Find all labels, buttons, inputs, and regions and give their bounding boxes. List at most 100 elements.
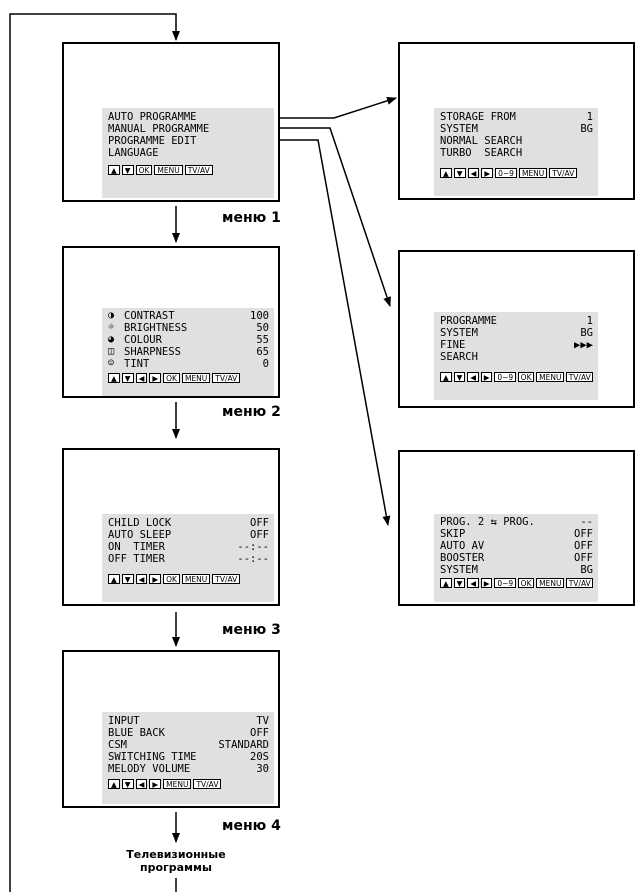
- menu-key[interactable]: MENU: [518, 168, 548, 178]
- left-key-icon[interactable]: ◀: [467, 578, 479, 588]
- tvav-key[interactable]: TV/AV: [565, 372, 594, 382]
- left-key-icon[interactable]: ◀: [467, 168, 480, 178]
- item-label: PROGRAMME: [440, 315, 497, 327]
- item-label: BRIGHTNESS: [124, 322, 188, 334]
- tvav-key[interactable]: TV/AV: [212, 574, 241, 584]
- menu-key[interactable]: MENU: [163, 779, 192, 789]
- up-key-icon[interactable]: ▲: [440, 372, 452, 382]
- brightness-icon: ☼: [108, 322, 115, 333]
- submenu-item-turbo-search[interactable]: TURBO SEARCH: [440, 147, 593, 159]
- down-key-icon[interactable]: ▼: [121, 779, 134, 789]
- item-value: BG: [580, 564, 593, 576]
- item-label: SHARPNESS: [124, 346, 181, 358]
- up-key-icon[interactable]: ▲: [108, 373, 120, 383]
- menu-item-off-timer[interactable]: OFF TIMER--:--: [108, 553, 269, 565]
- ok-key[interactable]: OK: [517, 578, 535, 588]
- item-value: 1: [586, 315, 593, 327]
- left-key-icon[interactable]: ◀: [135, 574, 148, 584]
- menu-key[interactable]: MENU: [536, 372, 564, 382]
- right-key-icon[interactable]: ▶: [480, 372, 493, 382]
- up-key-icon[interactable]: ▲: [108, 574, 120, 584]
- menu-key[interactable]: MENU: [536, 578, 564, 588]
- contrast-icon: ◑: [108, 310, 115, 321]
- down-key-icon[interactable]: ▼: [453, 168, 466, 178]
- menu-item-auto-programme[interactable]: AUTO PROGRAMME: [108, 111, 269, 123]
- submenu-item-search[interactable]: SEARCH: [440, 351, 593, 363]
- down-key-icon[interactable]: ▼: [121, 165, 134, 175]
- menu-item-language[interactable]: LANGUAGE: [108, 147, 269, 159]
- up-key-icon[interactable]: ▲: [440, 168, 452, 178]
- item-label: SYSTEM: [440, 123, 478, 135]
- item-label: STORAGE FROM: [440, 111, 516, 123]
- right-key-icon[interactable]: ▶: [149, 779, 162, 789]
- menu-item-on-timer[interactable]: ON TIMER--:--: [108, 541, 269, 553]
- ok-key[interactable]: OK: [163, 373, 180, 383]
- tvav-key[interactable]: TV/AV: [212, 373, 241, 383]
- ok-key[interactable]: OK: [517, 372, 535, 382]
- down-key-icon[interactable]: ▼: [453, 578, 466, 588]
- menu-key[interactable]: MENU: [181, 574, 211, 584]
- submenu-item-programme[interactable]: PROGRAMME 1: [440, 315, 593, 327]
- submenu-item-prog-swap[interactable]: PROG. 2 ⇆ PROG.--: [440, 516, 593, 528]
- item-label: CHILD LOCK: [108, 517, 172, 529]
- up-key-icon[interactable]: ▲: [440, 578, 452, 588]
- left-key-icon[interactable]: ◀: [135, 779, 148, 789]
- down-key-icon[interactable]: ▼: [453, 372, 466, 382]
- item-value: 100: [250, 310, 269, 322]
- submenu-item-fine[interactable]: FINE▶▶▶: [440, 339, 593, 351]
- up-key-icon[interactable]: ▲: [108, 779, 120, 789]
- right-key-icon[interactable]: ▶: [481, 168, 494, 178]
- item-label: AUTO PROGRAMME: [108, 111, 197, 123]
- item-value: --: [580, 516, 593, 528]
- digit-keys[interactable]: 0~9: [495, 168, 517, 178]
- item-label: NORMAL SEARCH: [440, 135, 523, 147]
- tint-icon: ☺: [108, 358, 115, 369]
- tvav-key[interactable]: TV/AV: [549, 168, 578, 178]
- tvav-key[interactable]: TV/AV: [184, 165, 213, 175]
- tvav-key[interactable]: TV/AV: [193, 779, 222, 789]
- menu-item-manual-programme[interactable]: MANUAL PROGRAMME: [108, 123, 269, 135]
- left-key-icon[interactable]: ◀: [135, 373, 148, 383]
- left-key-icon[interactable]: ◀: [467, 372, 479, 382]
- up-key-icon[interactable]: ▲: [108, 165, 120, 175]
- right-key-icon[interactable]: ▶: [149, 373, 162, 383]
- right-key-icon[interactable]: ▶: [149, 574, 162, 584]
- digit-keys[interactable]: 0~9: [494, 578, 516, 588]
- item-value: OFF: [574, 552, 593, 564]
- down-key-icon[interactable]: ▼: [121, 574, 134, 584]
- menu-key[interactable]: MENU: [181, 373, 211, 383]
- ok-key[interactable]: OK: [135, 165, 153, 175]
- ok-key[interactable]: OK: [163, 574, 180, 584]
- digit-keys[interactable]: 0~9: [494, 372, 516, 382]
- right-key-icon[interactable]: ▶: [480, 578, 493, 588]
- down-key-icon[interactable]: ▼: [121, 373, 134, 383]
- submenu-item-normal-search[interactable]: NORMAL SEARCH: [440, 135, 593, 147]
- menu-key[interactable]: MENU: [154, 165, 183, 175]
- tvav-key[interactable]: TV/AV: [565, 578, 594, 588]
- menu-item-programme-edit[interactable]: PROGRAMME EDIT: [108, 135, 269, 147]
